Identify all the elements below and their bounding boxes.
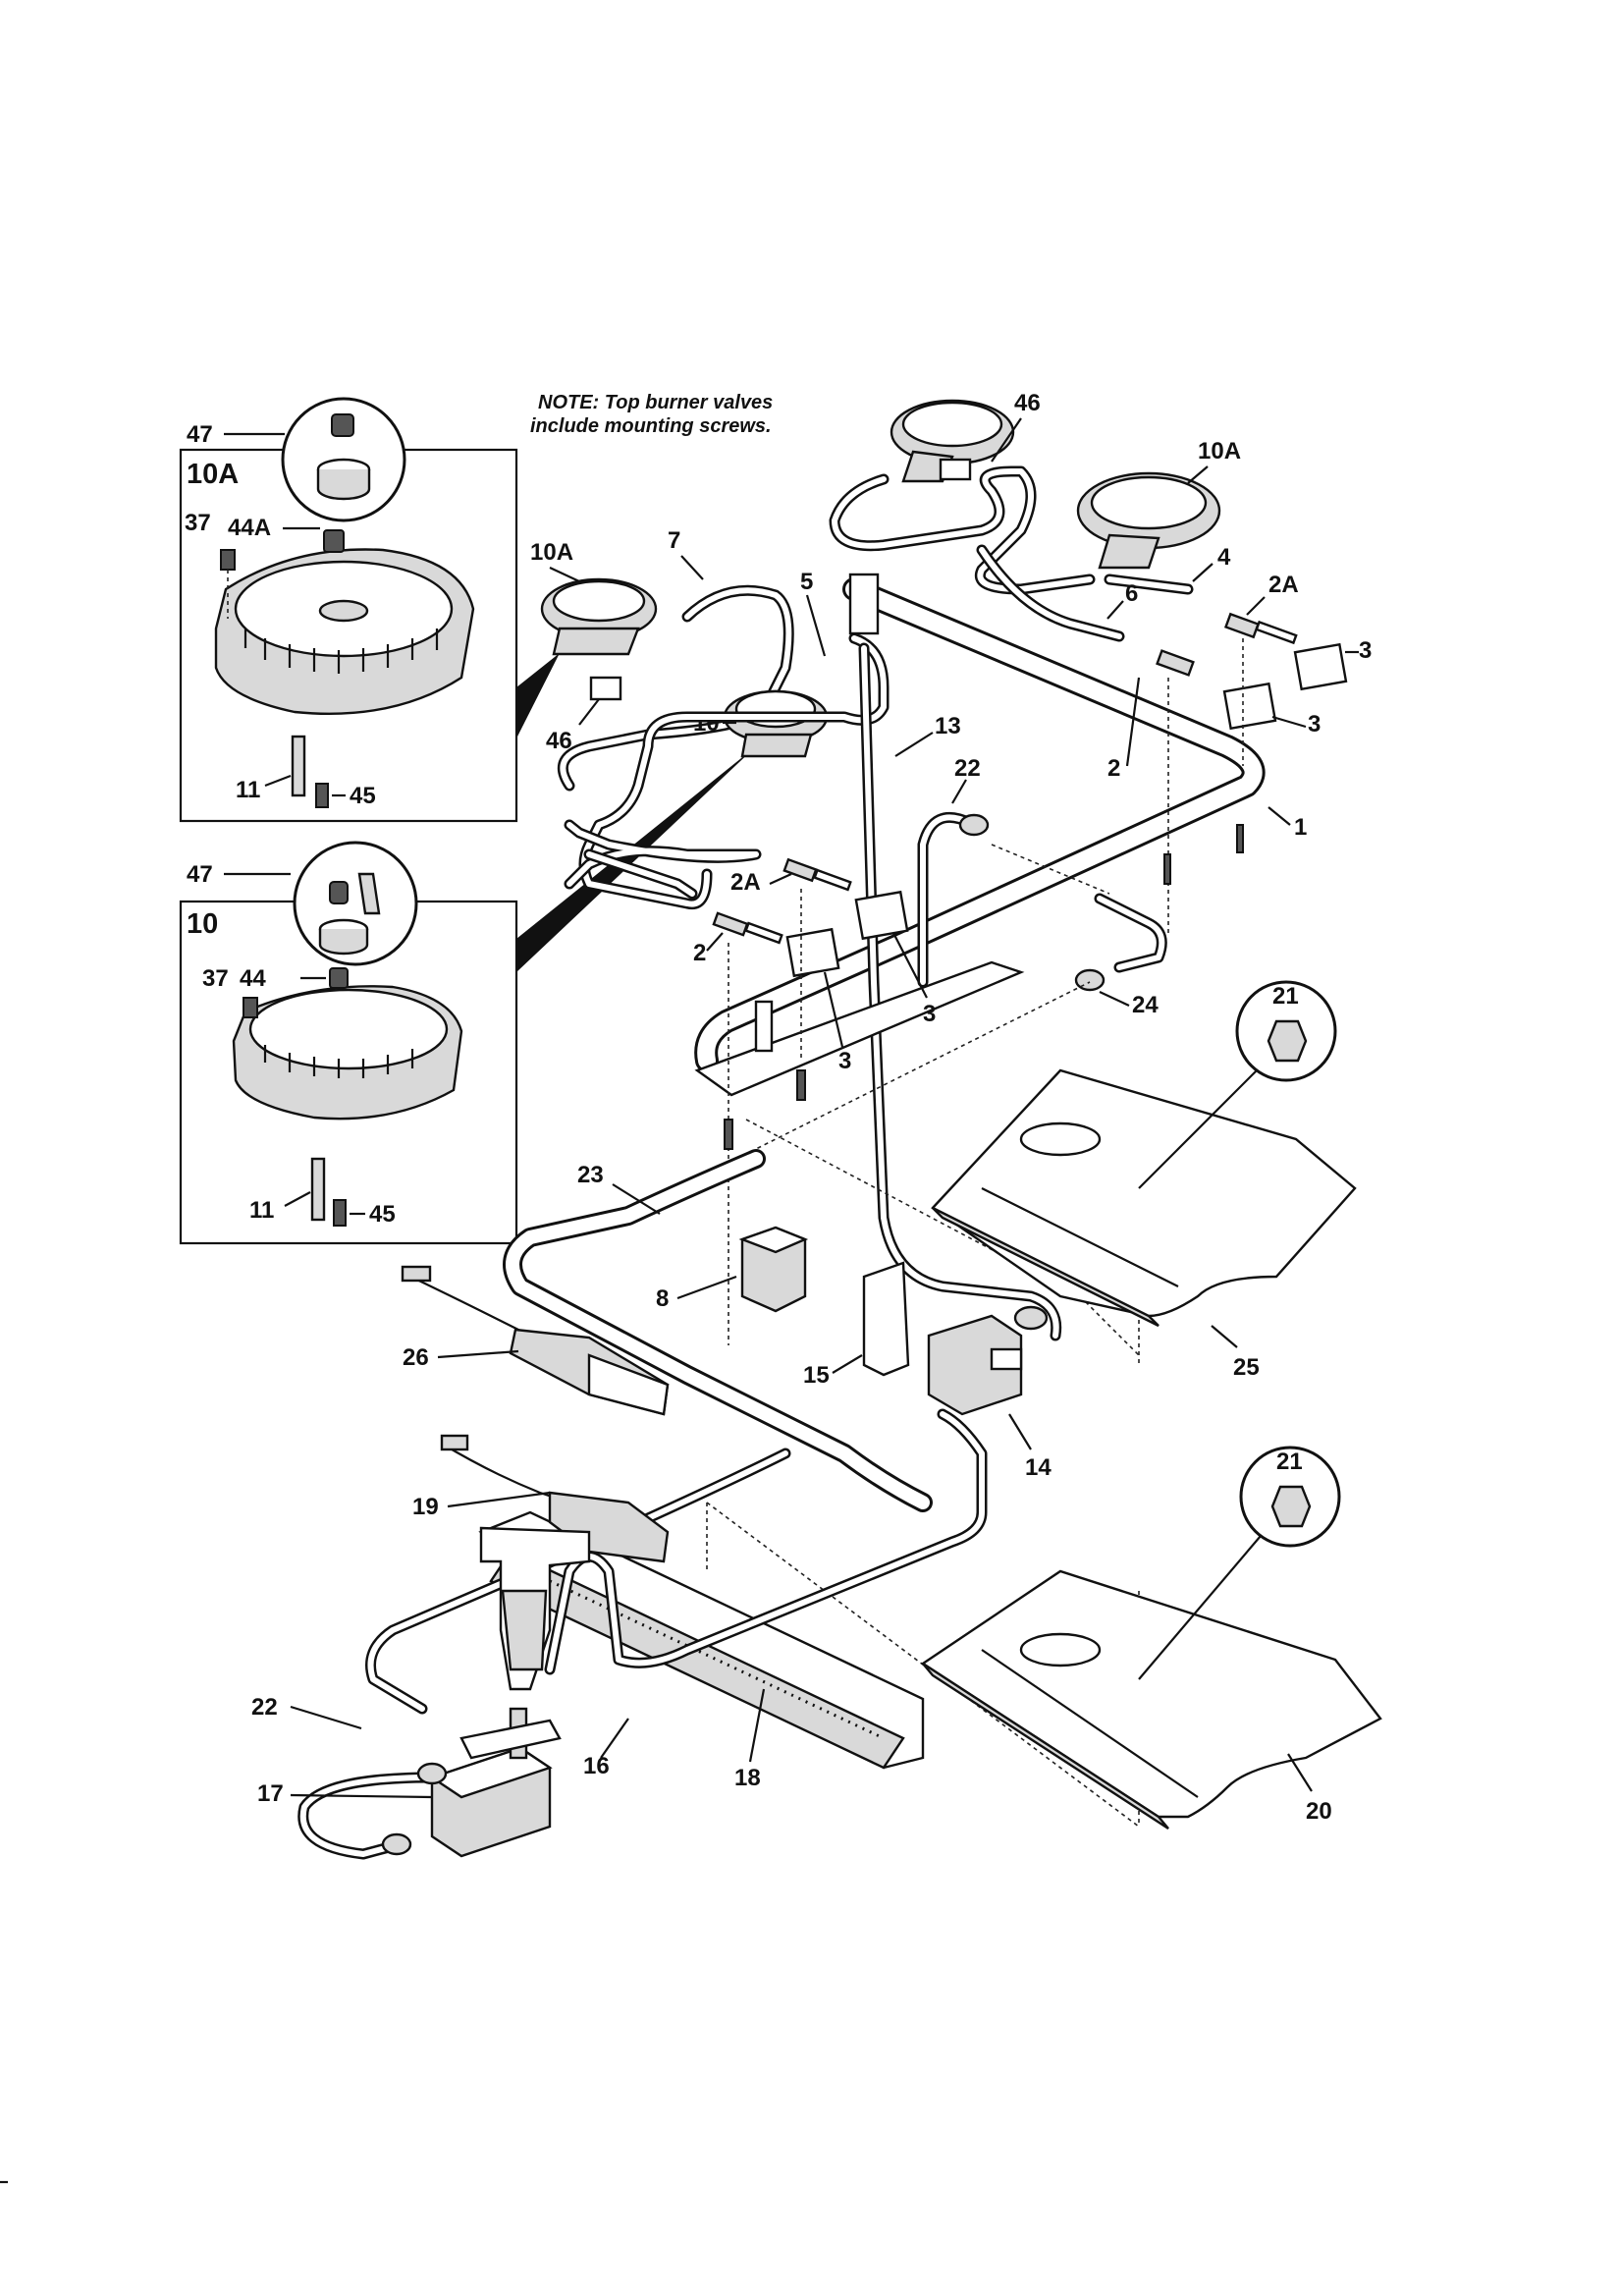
inset-10A: 10A 47 44A 37 11 45: [179, 397, 518, 823]
bracket-15: [862, 1261, 910, 1377]
orifice-2A-left: [782, 857, 852, 892]
callout-44A: 44A: [228, 515, 271, 541]
inset-10A-pointer: [516, 653, 560, 738]
bracket-3-mid-right: [1222, 682, 1277, 731]
cap-10A-body: [316, 469, 371, 501]
callout-4: 4: [1217, 544, 1231, 571]
callout-25: 25: [1233, 1354, 1260, 1381]
oven-burner-bracket: [479, 1526, 591, 1691]
callout-3-top-right: 3: [1359, 637, 1372, 664]
lower-bracket-bar: [694, 960, 1025, 1097]
bracket-46-mid: [589, 676, 622, 701]
screw-37-10A: [220, 549, 236, 571]
burner-10A-ports: [243, 629, 439, 674]
note-line-1: NOTE: Top burner valves: [538, 392, 773, 413]
callout-26: 26: [403, 1344, 429, 1371]
callout-45-10: 45: [369, 1201, 396, 1228]
callout-17: 17: [257, 1780, 284, 1807]
callout-21-lower: 21: [1276, 1449, 1303, 1475]
burner-head-10-top: [248, 988, 449, 1070]
inset-10: 10 47 44 37 11 45: [179, 841, 518, 1245]
gas-pipe-22-upper: [917, 811, 976, 988]
callout-47-10A: 47: [187, 421, 213, 448]
screw-44A: [323, 529, 345, 553]
callout-47-10: 47: [187, 861, 213, 888]
note-line-2: include mounting screws.: [530, 415, 772, 437]
igniter-module-8: [738, 1226, 809, 1313]
nut-21-upper: [1267, 1019, 1308, 1063]
callout-2A-left: 2A: [730, 869, 761, 896]
inset-10-title: 10: [187, 908, 218, 940]
callout-2A-top: 2A: [1268, 572, 1299, 598]
callout-37-10A: 37: [185, 510, 211, 536]
callout-13: 13: [935, 713, 961, 739]
callout-37-10: 37: [202, 965, 229, 992]
callout-22-lower: 22: [251, 1694, 278, 1721]
callout-15: 15: [803, 1362, 830, 1389]
thermostat-valve-17: [429, 1707, 562, 1858]
callout-23: 23: [577, 1162, 604, 1188]
burner-10-center: [723, 689, 829, 758]
screw-47-10: [329, 881, 349, 904]
screw-44: [329, 967, 349, 989]
top-burner-rear-right: [1076, 471, 1221, 570]
callout-2-left: 2: [693, 940, 706, 966]
burner-10A-mid: [540, 577, 658, 656]
callout-3-center: 3: [923, 1001, 936, 1027]
callout-3-mid-right: 3: [1308, 711, 1321, 738]
callout-14: 14: [1025, 1454, 1052, 1481]
callout-1: 1: [1294, 814, 1307, 841]
orifice-2-right: [1156, 649, 1195, 677]
callout-19: 19: [412, 1494, 439, 1520]
bracket-3-top-right: [1293, 642, 1348, 691]
screw-37-10: [243, 997, 258, 1018]
nut-21-lower: [1270, 1485, 1312, 1528]
screw-45-10A: [315, 783, 329, 808]
callout-44: 44: [240, 965, 266, 992]
inset-10-pointer: [516, 746, 756, 972]
burner-tube-23: [503, 1149, 933, 1512]
callout-46-top: 46: [1014, 390, 1041, 416]
bracket-3-left: [785, 927, 840, 978]
bracket-3-center: [854, 890, 909, 941]
burner-10-ports: [263, 1045, 414, 1078]
callout-2-right: 2: [1107, 755, 1120, 782]
callout-45-10A: 45: [350, 783, 376, 809]
gas-valve-14: [927, 1314, 1023, 1416]
manifold-pipe: [694, 573, 1266, 1072]
electrode-11-10: [310, 1157, 326, 1222]
callout-11-10: 11: [249, 1197, 274, 1224]
callout-20: 20: [1306, 1798, 1332, 1825]
heat-shield-20: [920, 1569, 1382, 1831]
callout-10A-top: 10A: [1198, 438, 1241, 465]
callout-6: 6: [1125, 580, 1138, 607]
cap-10-body: [318, 929, 369, 956]
electrode-11-10A: [291, 735, 306, 797]
callout-8: 8: [656, 1285, 669, 1312]
callout-24: 24: [1132, 992, 1159, 1018]
note: NOTE: Top burner valves include mounting…: [530, 392, 773, 437]
callout-5: 5: [800, 569, 813, 595]
callout-10A-mid: 10A: [530, 539, 573, 566]
callout-21-upper: 21: [1272, 983, 1299, 1010]
callout-7: 7: [668, 527, 680, 554]
inset-10A-title: 10A: [187, 459, 239, 490]
bracket-46-top: [939, 458, 972, 481]
callout-16: 16: [583, 1753, 610, 1779]
callout-11-10A: 11: [236, 777, 260, 803]
heat-shield-25: [931, 1068, 1357, 1328]
callout-18: 18: [734, 1765, 761, 1791]
orifice-2-left: [712, 911, 783, 945]
callout-3-left: 3: [838, 1048, 851, 1074]
igniter-electrode-26: [401, 1265, 670, 1416]
orifice-2A-top: [1223, 612, 1298, 645]
screw-47-10A: [331, 413, 354, 437]
screw-45-10: [333, 1199, 347, 1227]
callout-22-upper: 22: [954, 755, 981, 782]
